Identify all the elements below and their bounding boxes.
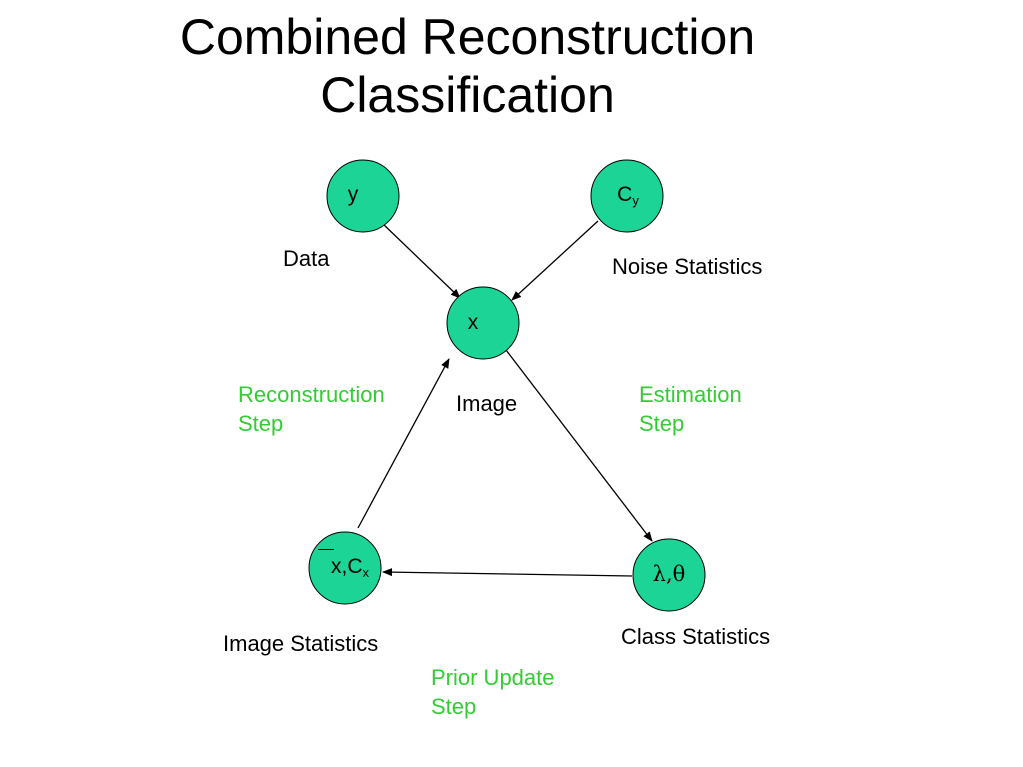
edge-y-to-x <box>381 222 461 299</box>
node-prior-text: x,C <box>331 555 363 578</box>
step-reconstruction: Reconstruction Step <box>238 380 385 438</box>
title-line-2: Classification <box>320 67 615 123</box>
step-prior-update-line2: Step <box>431 694 477 719</box>
mean-overbar <box>318 549 334 550</box>
step-estimation: Estimation Step <box>639 380 742 438</box>
node-cy-subscript: y <box>632 193 639 208</box>
edge-x-to-class <box>505 349 653 542</box>
edge-prior-to-x <box>357 358 450 529</box>
node-y-label: y <box>343 183 363 207</box>
node-prior-subscript: x <box>362 565 370 580</box>
node-cy <box>590 159 664 233</box>
node-prior <box>308 531 382 605</box>
node-x-label: x <box>463 311 483 335</box>
node-x-text: x <box>467 311 479 334</box>
step-prior-update-line1: Prior Update <box>431 665 555 690</box>
caption-noise-statistics: Noise Statistics <box>612 254 763 279</box>
caption-image-statistics: Image Statistics <box>223 631 379 656</box>
node-cy-text: C <box>617 183 633 206</box>
caption-class-statistics: Class Statistics <box>621 624 771 649</box>
node-y-text: y <box>347 183 359 206</box>
node-y <box>326 159 400 233</box>
step-estimation-line1: Estimation <box>639 382 742 407</box>
node-class <box>632 538 706 612</box>
edge-class-to-prior <box>382 568 633 577</box>
node-prior-label: x,Cx <box>331 555 381 585</box>
caption-image: Image <box>456 391 518 416</box>
step-prior-update: Prior Update Step <box>431 663 555 721</box>
node-cy-label: Cy <box>611 183 645 213</box>
edge-cy-to-x <box>511 220 599 301</box>
step-estimation-line2: Step <box>639 411 685 436</box>
step-reconstruction-line1: Reconstruction <box>238 382 385 407</box>
node-x <box>446 286 520 360</box>
caption-data: Data <box>283 246 330 271</box>
node-class-text: λ,θ <box>652 562 686 586</box>
title-line-1: Combined Reconstruction <box>179 9 756 65</box>
page-title: Combined Reconstruction Classification <box>0 8 935 124</box>
node-class-label: λ,θ <box>647 562 691 586</box>
step-reconstruction-line2: Step <box>238 411 284 436</box>
